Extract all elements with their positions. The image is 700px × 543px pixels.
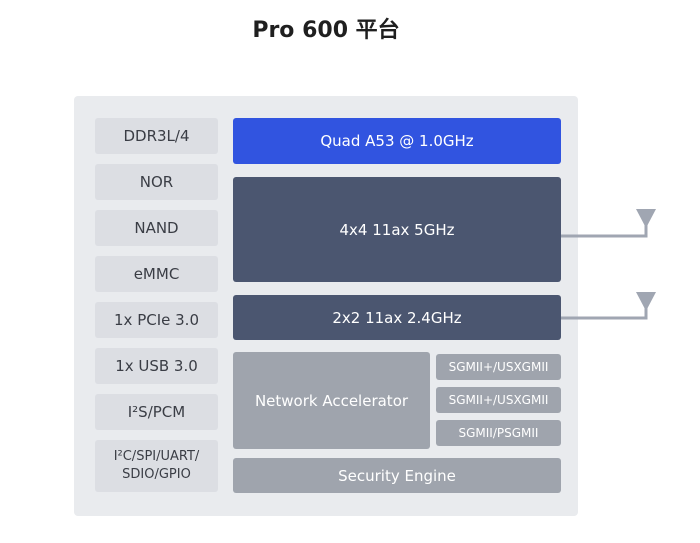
interface-i2c-label-line2: SDIO/GPIO — [122, 467, 191, 482]
wifi-2-4ghz-label: 2x2 11ax 2.4GHz — [332, 308, 462, 327]
security-engine-block: Security Engine — [233, 458, 561, 493]
interface-i2s-label: I²S/PCM — [127, 403, 186, 421]
interface-emmc-label: eMMC — [133, 265, 180, 283]
wifi-5ghz-label: 4x4 11ax 5GHz — [339, 220, 455, 239]
sgmii-port-1: SGMII+/USXGMII — [436, 354, 561, 380]
sgmii-port-2: SGMII+/USXGMII — [436, 387, 561, 413]
network-accelerator-label: Network Accelerator — [254, 391, 409, 410]
interface-usb: 1x USB 3.0 — [95, 348, 218, 384]
interface-nor-label: NOR — [139, 173, 174, 191]
sgmii-port-2-label: SGMII+/USXGMII — [448, 393, 549, 407]
sgmii-port-3-label: SGMII/PSGMII — [458, 426, 539, 440]
interface-nand-label: NAND — [134, 219, 179, 237]
interface-ddr-label: DDR3L/4 — [123, 127, 190, 145]
wifi-2-4ghz-block: 2x2 11ax 2.4GHz — [233, 295, 561, 340]
interface-i2c: I²C/SPI/UART/ SDIO/GPIO — [95, 440, 218, 492]
diagram-title: Pro 600 平台 — [252, 18, 400, 43]
wifi-5ghz-block: 4x4 11ax 5GHz — [233, 177, 561, 282]
security-engine-label: Security Engine — [338, 466, 456, 485]
interface-nand: NAND — [95, 210, 218, 246]
cpu-label: Quad A53 @ 1.0GHz — [320, 132, 474, 150]
antenna-2-4ghz-icon — [561, 292, 656, 320]
interface-ddr: DDR3L/4 — [95, 118, 218, 154]
interface-pcie: 1x PCIe 3.0 — [95, 302, 218, 338]
sgmii-port-1-label: SGMII+/USXGMII — [448, 360, 549, 374]
cpu-block: Quad A53 @ 1.0GHz — [233, 118, 561, 164]
interface-nor: NOR — [95, 164, 218, 200]
interface-emmc: eMMC — [95, 256, 218, 292]
sgmii-port-3: SGMII/PSGMII — [436, 420, 561, 446]
antenna-5ghz-icon — [561, 209, 656, 238]
network-accelerator-block: Network Accelerator — [233, 352, 430, 449]
interface-pcie-label: 1x PCIe 3.0 — [114, 311, 199, 329]
interface-i2c-label-line1: I²C/SPI/UART/ — [113, 449, 200, 464]
interface-i2s: I²S/PCM — [95, 394, 218, 430]
interface-usb-label: 1x USB 3.0 — [115, 357, 198, 375]
